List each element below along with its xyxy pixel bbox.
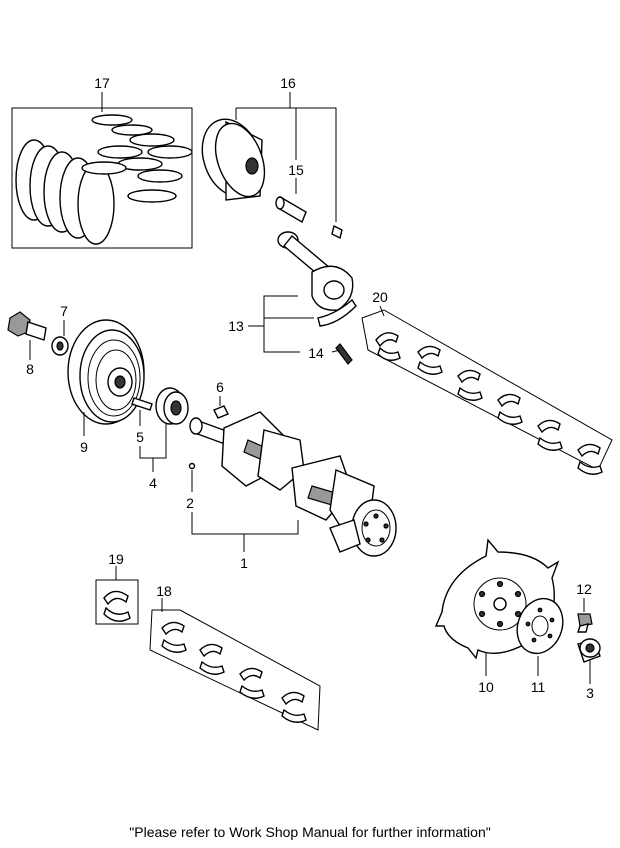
callout-9: 9 xyxy=(80,439,88,455)
callout-19: 19 xyxy=(108,551,124,567)
adapter-plate xyxy=(516,597,564,655)
oil-plug xyxy=(188,462,196,470)
thrust-bearing-19 xyxy=(95,579,139,625)
pulley-bolt xyxy=(7,311,47,341)
woodruff-key xyxy=(213,405,229,419)
callout-16: 16 xyxy=(280,75,296,91)
callout-8: 8 xyxy=(26,361,34,377)
rod-bearing-cap xyxy=(317,298,357,327)
flex-plate-bolt xyxy=(577,613,593,633)
piston xyxy=(201,118,266,201)
callout-10: 10 xyxy=(478,679,494,695)
callout-11: 11 xyxy=(531,679,546,695)
callout-7: 7 xyxy=(60,303,68,319)
piston-ring-set xyxy=(11,107,193,249)
callout-1: 1 xyxy=(240,555,248,571)
callout-17: 17 xyxy=(94,75,110,91)
crankshaft-sprocket xyxy=(155,387,189,425)
callout-6: 6 xyxy=(216,379,224,395)
main-bearing-set-20 xyxy=(361,309,613,475)
callout-2: 2 xyxy=(186,495,194,511)
snap-ring xyxy=(331,224,343,240)
callout-4: 4 xyxy=(149,475,157,491)
callout-12: 12 xyxy=(576,581,592,597)
footer-note: "Please refer to Work Shop Manual for fu… xyxy=(129,824,491,840)
callout-3: 3 xyxy=(586,685,594,701)
pilot-bushing xyxy=(577,638,601,663)
rod-bolt xyxy=(335,343,353,365)
piston-pin xyxy=(275,196,307,224)
crankshaft-pulley xyxy=(67,319,145,425)
key xyxy=(131,397,153,411)
crankshaft xyxy=(189,411,397,557)
callout-5: 5 xyxy=(136,429,144,445)
callout-14: 14 xyxy=(308,345,324,361)
callout-15: 15 xyxy=(288,162,304,178)
callout-20: 20 xyxy=(372,289,388,305)
connecting-rod xyxy=(277,231,354,311)
callout-13: 13 xyxy=(228,318,244,334)
callout-18: 18 xyxy=(156,583,172,599)
main-bearing-set-18 xyxy=(149,609,321,731)
